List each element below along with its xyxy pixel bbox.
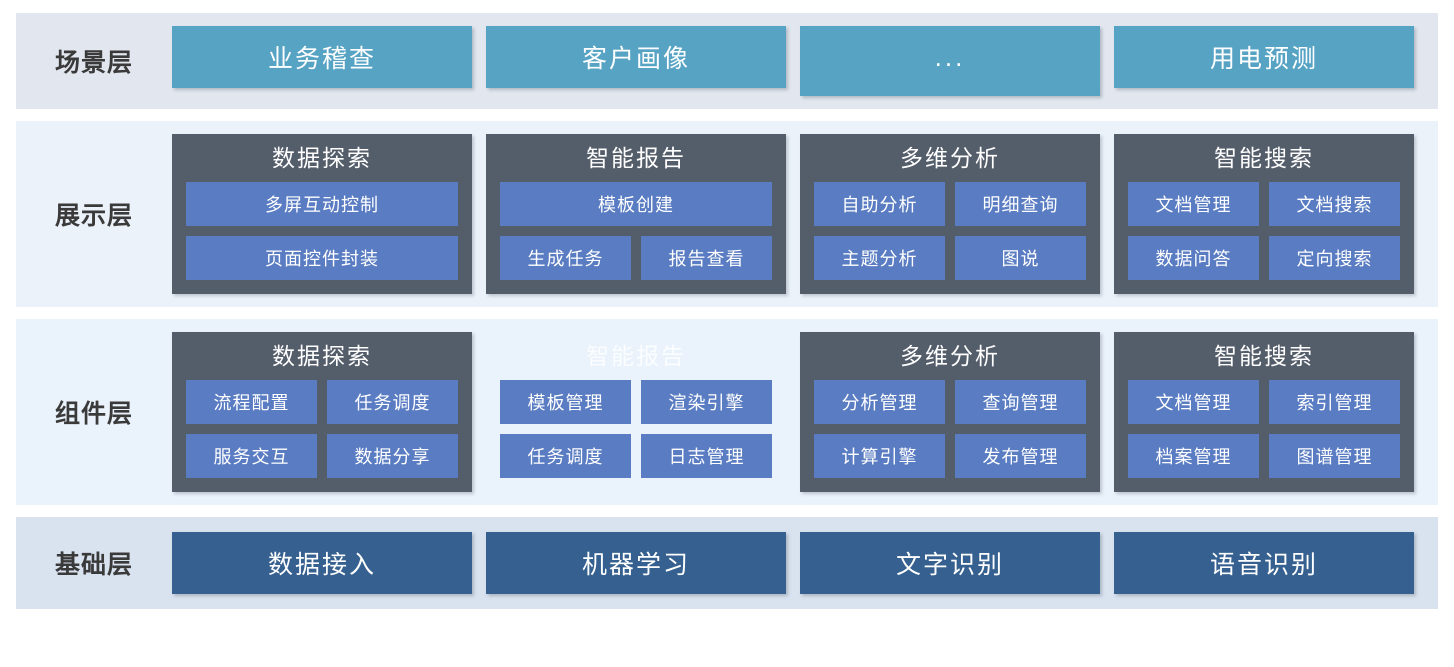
- layer-row-foundation-3: 基础层 数据接入机器学习文字识别语音识别: [16, 517, 1438, 609]
- module-tile-row-2-3-0: 文档管理索引管理: [1128, 379, 1400, 424]
- module-tile-1-0-0-0[interactable]: 多屏互动控制: [186, 181, 458, 226]
- module-tile-2-0-1-1[interactable]: 数据分享: [327, 433, 458, 478]
- layer-label-2: 组件层: [54, 400, 133, 428]
- layer-label-3: 基础层: [54, 551, 133, 579]
- module-tile-row-2-1-0: 模板管理渲染引擎: [500, 379, 772, 424]
- module-tile-1-3-0-1[interactable]: 文档搜索: [1269, 181, 1400, 226]
- module-tile-1-1-1-1[interactable]: 报告查看: [641, 235, 772, 280]
- foundation-tile-1[interactable]: 机器学习: [486, 532, 786, 594]
- module-panel-title-2-1: 智能报告: [586, 343, 686, 370]
- layer-label-0: 场景层: [54, 49, 133, 77]
- module-tile-2-3-0-1[interactable]: 索引管理: [1269, 379, 1400, 424]
- module-tile-row-2-2-1: 计算引擎发布管理: [814, 433, 1086, 478]
- module-tile-row-2-0-1: 服务交互数据分享: [186, 433, 458, 478]
- layer-row-body-0: 业务稽查客户画像...用电预测: [172, 26, 1414, 96]
- module-panel-title-2-3: 智能搜索: [1214, 343, 1314, 370]
- module-tile-grid-2-3: 文档管理索引管理档案管理图谱管理: [1128, 379, 1400, 478]
- module-panel-title-1-1: 智能报告: [586, 145, 686, 172]
- module-panel-title-1-2: 多维分析: [900, 145, 1000, 172]
- module-tile-1-3-1-0[interactable]: 数据问答: [1128, 235, 1259, 280]
- module-tile-grid-1-1: 模板创建生成任务报告查看: [500, 181, 772, 280]
- module-panel-title-1-3: 智能搜索: [1214, 145, 1314, 172]
- module-tile-2-0-0-1[interactable]: 任务调度: [327, 379, 458, 424]
- layer-row-scenario-0: 场景层 业务稽查客户画像...用电预测: [16, 13, 1438, 109]
- module-tile-2-2-0-1[interactable]: 查询管理: [955, 379, 1086, 424]
- module-panel-title-2-0: 数据探索: [272, 343, 372, 370]
- module-panel-2-1[interactable]: 智能报告模板管理渲染引擎任务调度日志管理: [486, 332, 786, 491]
- module-tile-grid-2-2: 分析管理查询管理计算引擎发布管理: [814, 379, 1086, 478]
- module-tile-1-3-1-1[interactable]: 定向搜索: [1269, 235, 1400, 280]
- module-tile-1-2-1-1[interactable]: 图说: [955, 235, 1086, 280]
- module-tile-2-3-0-0[interactable]: 文档管理: [1128, 379, 1259, 424]
- module-tile-grid-1-0: 多屏互动控制页面控件封装: [186, 181, 458, 280]
- module-tile-row-1-2-0: 自助分析明细查询: [814, 181, 1086, 226]
- module-tile-1-2-1-0[interactable]: 主题分析: [814, 235, 945, 280]
- layer-row-group-1: 展示层数据探索多屏互动控制页面控件封装智能报告模板创建生成任务报告查看多维分析自…: [16, 121, 1438, 307]
- module-panel-1-3[interactable]: 智能搜索文档管理文档搜索数据问答定向搜索: [1114, 134, 1414, 294]
- scenario-tile-1[interactable]: 客户画像: [486, 26, 786, 88]
- foundation-tile-2[interactable]: 文字识别: [800, 532, 1100, 594]
- module-tile-row-1-0-1: 页面控件封装: [186, 235, 458, 280]
- module-tile-row-1-3-0: 文档管理文档搜索: [1128, 181, 1400, 226]
- module-tile-1-2-0-1[interactable]: 明细查询: [955, 181, 1086, 226]
- module-tile-grid-2-0: 流程配置任务调度服务交互数据分享: [186, 379, 458, 478]
- module-tile-row-1-3-1: 数据问答定向搜索: [1128, 235, 1400, 280]
- module-tile-2-2-1-1[interactable]: 发布管理: [955, 433, 1086, 478]
- module-tile-1-1-0-0[interactable]: 模板创建: [500, 181, 772, 226]
- module-tile-row-2-0-0: 流程配置任务调度: [186, 379, 458, 424]
- scenario-tile-2[interactable]: ...: [800, 26, 1100, 96]
- layer-row-body-3: 数据接入机器学习文字识别语音识别: [172, 532, 1414, 594]
- foundation-tile-0[interactable]: 数据接入: [172, 532, 472, 594]
- module-tile-2-1-1-0[interactable]: 任务调度: [500, 433, 631, 478]
- layer-row-body-1: 数据探索多屏互动控制页面控件封装智能报告模板创建生成任务报告查看多维分析自助分析…: [172, 134, 1414, 294]
- foundation-tile-3[interactable]: 语音识别: [1114, 532, 1414, 594]
- layer-row-body-2: 数据探索流程配置任务调度服务交互数据分享智能报告模板管理渲染引擎任务调度日志管理…: [172, 332, 1414, 492]
- module-tile-row-1-2-1: 主题分析图说: [814, 235, 1086, 280]
- module-tile-row-2-1-1: 任务调度日志管理: [500, 433, 772, 478]
- module-panel-1-1[interactable]: 智能报告模板创建生成任务报告查看: [486, 134, 786, 294]
- module-tile-row-1-0-0: 多屏互动控制: [186, 181, 458, 226]
- module-tile-row-2-3-1: 档案管理图谱管理: [1128, 433, 1400, 478]
- module-panel-2-2[interactable]: 多维分析分析管理查询管理计算引擎发布管理: [800, 332, 1100, 492]
- module-panel-1-0[interactable]: 数据探索多屏互动控制页面控件封装: [172, 134, 472, 294]
- module-panel-1-2[interactable]: 多维分析自助分析明细查询主题分析图说: [800, 134, 1100, 294]
- module-tile-2-0-0-0[interactable]: 流程配置: [186, 379, 317, 424]
- module-tile-2-1-0-1[interactable]: 渲染引擎: [641, 379, 772, 424]
- module-tile-2-3-1-0[interactable]: 档案管理: [1128, 433, 1259, 478]
- module-tile-1-2-0-0[interactable]: 自助分析: [814, 181, 945, 226]
- module-tile-2-3-1-1[interactable]: 图谱管理: [1269, 433, 1400, 478]
- module-tile-1-3-0-0[interactable]: 文档管理: [1128, 181, 1259, 226]
- layer-label-1: 展示层: [54, 202, 133, 230]
- module-tile-row-2-2-0: 分析管理查询管理: [814, 379, 1086, 424]
- module-tile-2-1-1-1[interactable]: 日志管理: [641, 433, 772, 478]
- module-panel-title-2-2: 多维分析: [900, 343, 1000, 370]
- scenario-tile-3[interactable]: 用电预测: [1114, 26, 1414, 88]
- module-tile-2-2-1-0[interactable]: 计算引擎: [814, 433, 945, 478]
- module-tile-1-0-1-0[interactable]: 页面控件封装: [186, 235, 458, 280]
- module-tile-2-2-0-0[interactable]: 分析管理: [814, 379, 945, 424]
- module-tile-grid-1-3: 文档管理文档搜索数据问答定向搜索: [1128, 181, 1400, 280]
- scenario-tile-0[interactable]: 业务稽查: [172, 26, 472, 88]
- module-panel-title-1-0: 数据探索: [272, 145, 372, 172]
- module-panel-2-3[interactable]: 智能搜索文档管理索引管理档案管理图谱管理: [1114, 332, 1414, 492]
- module-tile-2-1-0-0[interactable]: 模板管理: [500, 379, 631, 424]
- module-tile-row-1-1-1: 生成任务报告查看: [500, 235, 772, 280]
- module-tile-1-1-1-0[interactable]: 生成任务: [500, 235, 631, 280]
- module-tile-grid-2-1: 模板管理渲染引擎任务调度日志管理: [500, 379, 772, 478]
- module-tile-grid-1-2: 自助分析明细查询主题分析图说: [814, 181, 1086, 280]
- module-tile-row-1-1-0: 模板创建: [500, 181, 772, 226]
- layer-row-group-2: 组件层数据探索流程配置任务调度服务交互数据分享智能报告模板管理渲染引擎任务调度日…: [16, 319, 1438, 505]
- module-tile-2-0-1-0[interactable]: 服务交互: [186, 433, 317, 478]
- module-panel-2-0[interactable]: 数据探索流程配置任务调度服务交互数据分享: [172, 332, 472, 492]
